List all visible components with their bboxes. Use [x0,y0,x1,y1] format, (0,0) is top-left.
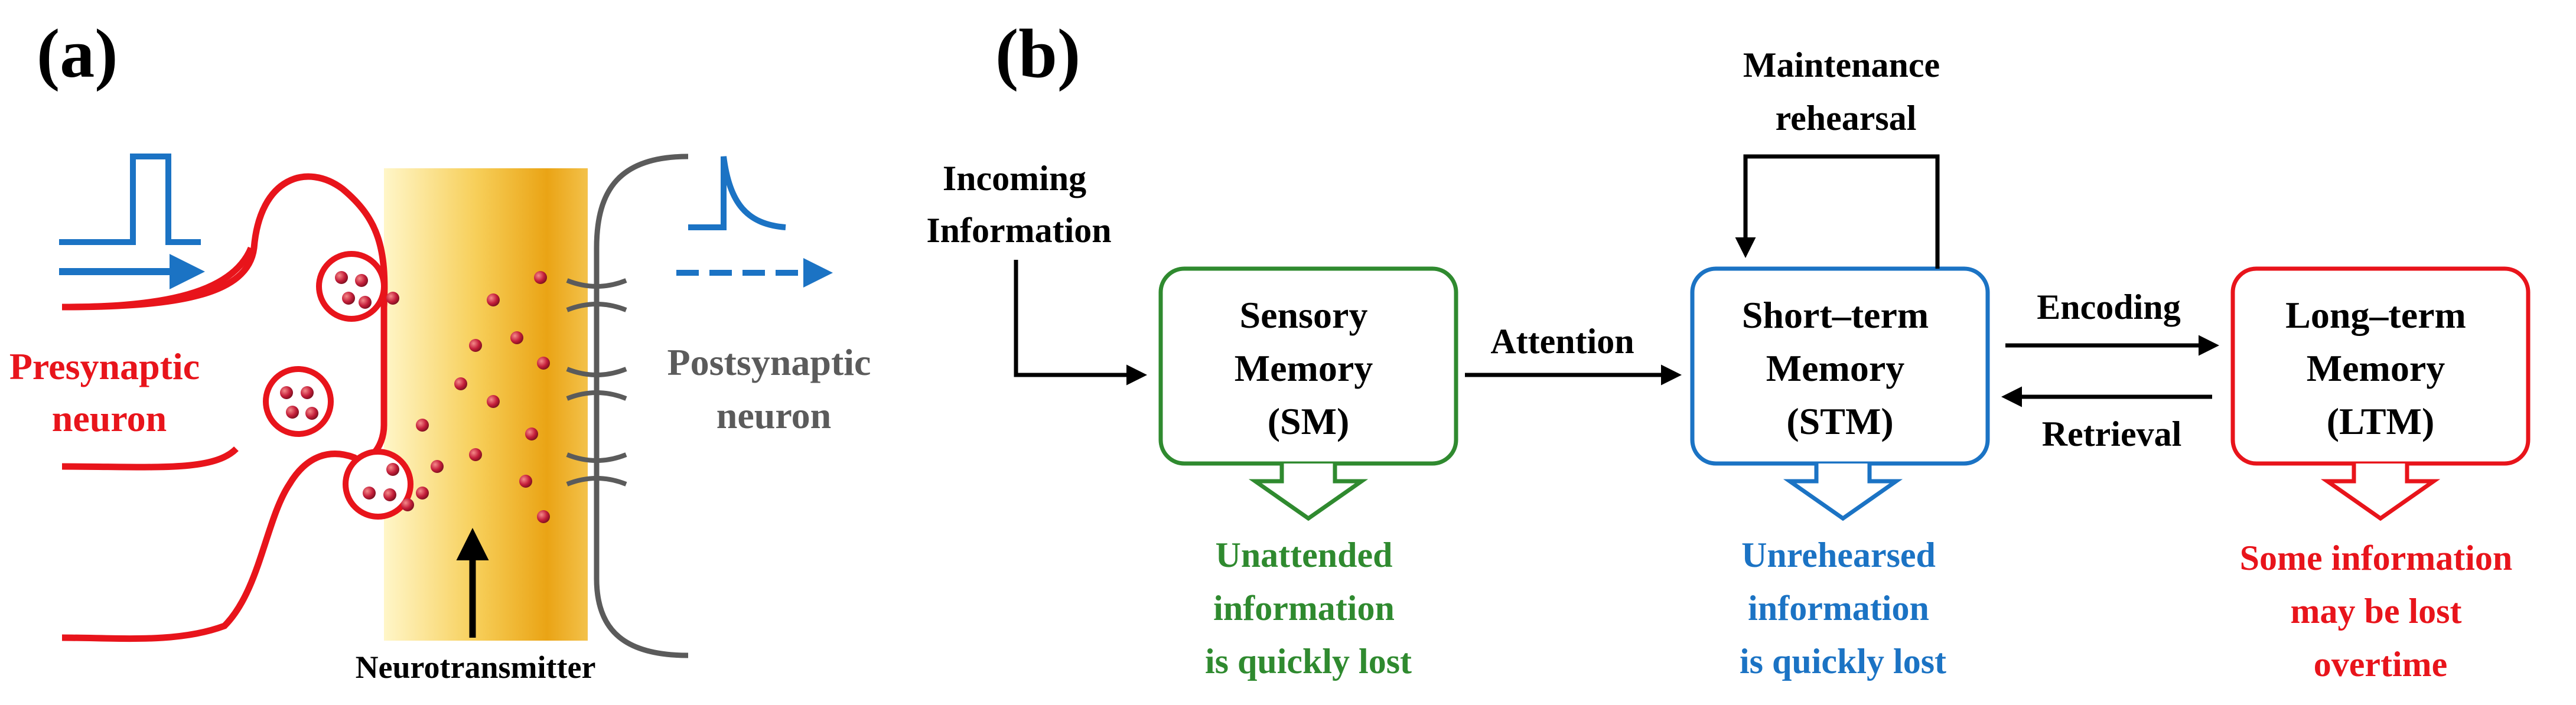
synaptic-cleft [384,168,588,641]
presynaptic-lower-edge [61,446,239,471]
maintenance-label-line2: rehearsal [1776,99,1917,138]
vesicle-molecule [286,406,299,419]
vesicle-molecule [301,386,314,399]
sm-loss-text: Unattended information is quickly lost [1205,536,1412,681]
vesicle-molecule [359,296,372,309]
panel-b-label: (b) [995,15,1080,92]
incoming-label-line1: Incoming [943,159,1086,198]
vesicle-molecule [305,407,318,420]
ltm-loss-arrow-icon [2320,464,2441,521]
panel-b: (b) Incoming Information Sensory Memory … [926,15,2531,684]
rehearsal-loop-arrow [1735,154,1940,269]
presynaptic-label-line2: neuron [52,397,167,439]
long-term-memory-line3: (LTM) [2327,400,2435,442]
short-term-memory-line2: Memory [1766,347,1905,389]
sensory-memory-line3: (SM) [1268,400,1350,442]
long-term-memory-line1: Long–term [2285,294,2466,336]
output-pulse-icon [688,156,786,230]
sm-loss-line3: is quickly lost [1205,642,1412,681]
vesicle-molecule [383,488,396,501]
stm-loss-text: Unrehearsed information is quickly lost [1740,536,1946,681]
stm-loss-line3: is quickly lost [1740,642,1946,681]
sensory-memory-text: Sensory Memory (SM) [1235,294,1383,442]
sm-loss-line2: information [1213,589,1395,628]
stm-loss-line2: information [1748,589,1929,628]
panel-a-label: (a) [37,15,118,92]
input-pulse-icon [59,154,201,245]
neurotransmitter-label: Neurotransmitter [356,649,596,685]
vesicle-free [263,366,334,437]
postsynaptic-label-line2: neuron [717,394,831,436]
neurotransmitter-molecules [386,271,550,523]
vesicle-docked-bottom [343,449,413,520]
postsynaptic-receptors [566,278,627,487]
incoming-label-line2: Information [926,211,1111,250]
short-term-memory-line1: Short–term [1742,294,1929,336]
ltm-loss-line3: overtime [2314,645,2448,684]
vesicle-molecule [363,487,376,500]
sensory-memory-line1: Sensory [1240,294,1368,336]
maintenance-label-line1: Maintenance [1743,45,1940,84]
incoming-arrow [1014,260,1147,386]
attention-label: Attention [1490,322,1634,361]
short-term-memory-text: Short–term Memory (STM) [1742,294,1938,442]
sm-loss-arrow-icon [1248,464,1369,521]
vesicle-molecule [280,386,293,399]
short-term-memory-line3: (STM) [1786,400,1893,442]
sensory-memory-line2: Memory [1235,347,1373,389]
ltm-loss-line2: may be lost [2291,592,2462,631]
postsynaptic-membrane [594,154,689,658]
sm-loss-line1: Unattended [1215,536,1392,575]
postsynaptic-label-line1: Postsynaptic [667,341,871,383]
postsynaptic-label: Postsynaptic neuron [667,341,881,436]
vesicle-docked-top [316,251,387,322]
presynaptic-label-line1: Presynaptic [9,345,200,387]
long-term-memory-text: Long–term Memory (LTM) [2285,294,2476,442]
ltm-loss-line1: Some information [2240,538,2513,577]
presynaptic-upper-edge [61,246,255,311]
panel-a: (a) [9,15,881,685]
vesicle-molecule [342,292,355,305]
incoming-label: Incoming Information [926,159,1111,250]
vesicle-molecule [335,271,348,284]
long-term-memory-line2: Memory [2307,347,2445,389]
ltm-loss-text: Some information may be lost overtime [2240,538,2522,684]
presynaptic-label: Presynaptic neuron [9,345,209,439]
vesicle-molecule [355,274,368,287]
stm-loss-arrow-icon [1783,464,1903,521]
maintenance-label: Maintenance rehearsal [1743,45,1949,138]
stm-loss-line1: Unrehearsed [1741,536,1936,575]
encoding-label: Encoding [2037,288,2180,327]
retrieval-label: Retrieval [2042,414,2182,453]
